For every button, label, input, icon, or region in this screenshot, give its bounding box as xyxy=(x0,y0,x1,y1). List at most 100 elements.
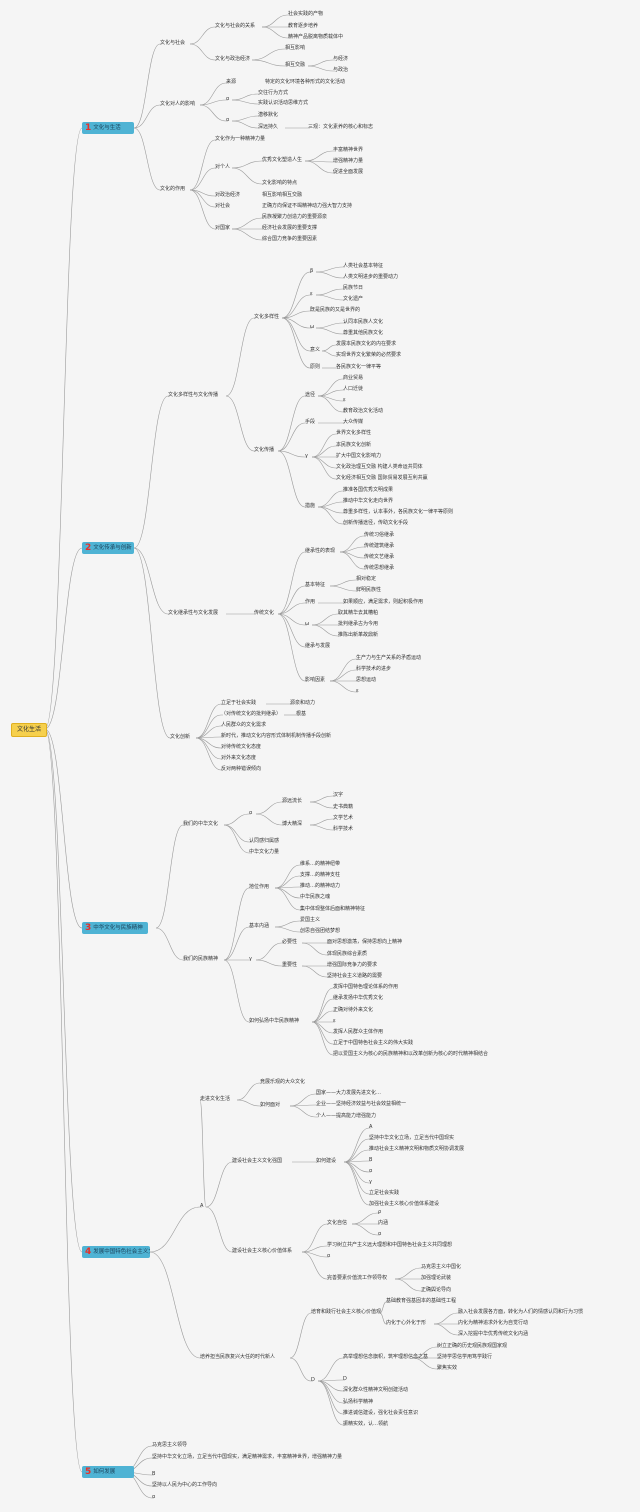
mind-map-node[interactable]: 取其精华去其糟粕 xyxy=(338,610,379,616)
mind-map-node[interactable]: 世界文化多样性 xyxy=(336,430,372,436)
mind-map-node[interactable]: 史书典籍 xyxy=(333,804,354,810)
mind-map-node[interactable]: 对外来文化态度 xyxy=(221,755,257,761)
mind-map-node[interactable]: 人类文明进步的重要动力 xyxy=(343,274,399,280)
mind-map-node[interactable]: 作用 xyxy=(305,599,316,605)
mind-map-node[interactable]: 如何建设 xyxy=(316,1158,337,1164)
mind-map-node[interactable]: 传统文化 xyxy=(254,610,275,616)
section-node-4[interactable]: 4发展中国特色社会主义文化 xyxy=(82,1246,150,1258)
mind-map-node[interactable]: α xyxy=(249,810,253,816)
mind-map-node[interactable]: 文化传播 xyxy=(254,447,275,453)
mind-map-node[interactable]: α xyxy=(226,96,230,102)
mind-map-node[interactable]: 增强精神力量 xyxy=(333,158,364,164)
mind-map-node[interactable]: 人口迁徙 xyxy=(343,386,364,392)
mind-map-node[interactable]: 学习树立共产主义远大理想和中国特色社会主义共同理想 xyxy=(327,1242,453,1248)
mind-map-node[interactable]: 建设社会主义核心价值体系 xyxy=(232,1248,293,1254)
mind-map-node[interactable]: 体现民族综合素质 xyxy=(327,951,368,957)
mind-map-node[interactable]: 发挥中国特色理论体系的作用 xyxy=(333,984,399,990)
mind-map-node[interactable]: 聚焦实效 xyxy=(437,1365,458,1371)
mind-map-node[interactable]: 走进文化生活 xyxy=(200,1096,231,1102)
mind-map-node[interactable]: 培养担当民族复兴大任的时代新人 xyxy=(200,1354,276,1360)
mind-map-node[interactable]: 内化于心外化于形 xyxy=(386,1320,427,1326)
mind-map-node[interactable]: 坚持社会主义道路的需要 xyxy=(327,973,383,979)
root-node[interactable]: 文化生活 xyxy=(11,723,47,737)
mind-map-node[interactable]: 加强理论武装 xyxy=(421,1275,452,1281)
mind-map-node[interactable]: 扩大中国文化影响力 xyxy=(336,453,382,459)
mind-map-node[interactable]: 传统习俗继承 xyxy=(364,532,395,538)
mind-map-node[interactable]: 相互影响 xyxy=(285,45,306,51)
mind-map-node[interactable]: 措施 xyxy=(305,503,316,509)
mind-map-node[interactable]: 汉字 xyxy=(333,792,344,798)
mind-map-node[interactable]: 经济社会发展的重要支撑 xyxy=(262,225,318,231)
mind-map-node[interactable]: A xyxy=(369,1124,373,1130)
mind-map-node[interactable]: 认同本民族人文化 xyxy=(343,319,384,325)
mind-map-node[interactable]: 内化为精神追求外化为自觉行动 xyxy=(458,1320,529,1326)
mind-map-node[interactable]: 基础教育强基固本的基础性工程 xyxy=(386,1298,457,1304)
mind-map-node[interactable]: 教育逐步培养 xyxy=(288,23,319,29)
mind-map-node[interactable]: 新时代，推动文化内容形式体制机制传播手段创新 xyxy=(221,733,332,739)
mind-map-node[interactable]: 文化遗产 xyxy=(343,296,364,302)
mind-map-node[interactable]: 重要性 xyxy=(282,962,298,968)
mind-map-node[interactable]: 树立正确的历史观民族观国家观 xyxy=(437,1343,508,1349)
mind-map-node[interactable]: ε xyxy=(333,1018,336,1024)
mind-map-node[interactable]: 推动社会主义精神文明和物质文明协调发展 xyxy=(369,1146,465,1152)
mind-map-node[interactable]: 如果顺应，满足需求，则起积极作用 xyxy=(343,599,424,605)
mind-map-node[interactable]: 既是民族的又是世界的 xyxy=(310,307,361,313)
mind-map-node[interactable]: 深远持久 xyxy=(258,124,279,130)
mind-map-node[interactable]: 人类社会基本特征 xyxy=(343,263,384,269)
mind-map-node[interactable]: ε xyxy=(310,291,313,297)
mind-map-node[interactable]: 源远流长 xyxy=(282,798,303,804)
mind-map-node[interactable]: 对个人 xyxy=(215,164,231,170)
mind-map-node[interactable]: 继承发扬中华优秀文化 xyxy=(333,995,384,1001)
mind-map-node[interactable]: 传统思想继承 xyxy=(364,565,395,571)
mind-map-node[interactable]: 文学艺术 xyxy=(333,815,354,821)
mind-map-node[interactable]: 各民族文化一律平等 xyxy=(336,364,382,370)
mind-map-node[interactable]: 文化与社会 xyxy=(160,40,186,46)
mind-map-node[interactable]: 促进全面发展 xyxy=(333,169,364,175)
mind-map-node[interactable]: γ xyxy=(249,956,252,962)
mind-map-node[interactable]: 如何面对 xyxy=(260,1102,281,1108)
mind-map-node[interactable]: 与政治 xyxy=(333,67,349,73)
mind-map-node[interactable]: 弘扬科学精神 xyxy=(343,1399,374,1405)
mind-map-node[interactable]: 完善要素价值流工作领导权 xyxy=(327,1275,388,1281)
mind-map-node[interactable]: 企业——坚持经济效益与社会效益相统一 xyxy=(316,1101,407,1107)
mind-map-node[interactable]: 大众传媒 xyxy=(343,419,364,425)
mind-map-node[interactable]: 生产力与生产关系的矛盾运动 xyxy=(356,655,422,661)
mind-map-node[interactable]: 文化作为一种精神力量 xyxy=(215,136,266,142)
mind-map-node[interactable]: 继承性的表现 xyxy=(305,548,336,554)
mind-map-node[interactable]: 原则 xyxy=(310,364,321,370)
mind-map-node[interactable]: 创新传播途径，传助文化手段 xyxy=(343,520,409,526)
mind-map-node[interactable]: 对国家 xyxy=(215,225,231,231)
mind-map-node[interactable]: B xyxy=(152,1471,156,1477)
mind-map-node[interactable]: 集中体现整体后面和精神特征 xyxy=(300,906,366,912)
mind-map-node[interactable]: 科学技术 xyxy=(333,826,354,832)
mind-map-node[interactable]: 相互影响相互交融 xyxy=(262,192,303,198)
mind-map-node[interactable]: γ xyxy=(305,453,308,459)
mind-map-node[interactable]: ε xyxy=(356,688,359,694)
mind-map-node[interactable]: 推准各国优秀文明成果 xyxy=(343,487,394,493)
mind-map-node[interactable]: 本民族文化创新 xyxy=(336,442,372,448)
mind-map-node[interactable]: 个人——提高能力增强能力 xyxy=(316,1113,377,1119)
mind-map-node[interactable]: 与经济 xyxy=(333,56,349,62)
mind-map-node[interactable]: 推进诚信建设，强化社会责任意识 xyxy=(343,1410,419,1416)
mind-map-node[interactable]: 鲜明民族性 xyxy=(356,587,382,593)
mind-map-node[interactable]: 途径 xyxy=(305,392,316,398)
mind-map-node[interactable]: 精神产品脱离物质载体中 xyxy=(288,34,344,40)
mind-map-node[interactable]: 对政治经济 xyxy=(215,192,241,198)
mind-map-node[interactable]: ρ xyxy=(378,1209,382,1215)
mind-map-node[interactable]: 必要性 xyxy=(282,939,298,945)
mind-map-node[interactable]: 中华民族之魂 xyxy=(300,894,331,900)
mind-map-node[interactable]: 文化的作用 xyxy=(160,186,186,192)
mind-map-node[interactable]: 振精实效，认…领航 xyxy=(343,1421,389,1427)
mind-map-node[interactable]: α xyxy=(369,1168,373,1174)
mind-map-node[interactable]: 社会实践的产物 xyxy=(288,11,324,17)
mind-map-node[interactable]: 文化经济相互交融 国际贸易发展互利共赢 xyxy=(336,475,428,481)
mind-map-node[interactable]: 深化群众性精神文明创建活动 xyxy=(343,1387,409,1393)
mind-map-node[interactable]: 马克思主义领导 xyxy=(152,1442,188,1448)
mind-map-node[interactable]: 文化政治理互交融 构建人类命运共同体 xyxy=(336,464,423,470)
mind-map-node[interactable]: 基本特征 xyxy=(305,582,326,588)
mind-map-node[interactable]: 文化对人的影响 xyxy=(160,101,196,107)
mind-map-node[interactable]: 实现世界文化繁荣的必然要求 xyxy=(336,352,402,358)
mind-map-node[interactable]: 高举理想信念旗帜，筑牢理想信念之基 xyxy=(343,1354,429,1360)
mind-map-node[interactable]: 地位作用 xyxy=(249,884,270,890)
